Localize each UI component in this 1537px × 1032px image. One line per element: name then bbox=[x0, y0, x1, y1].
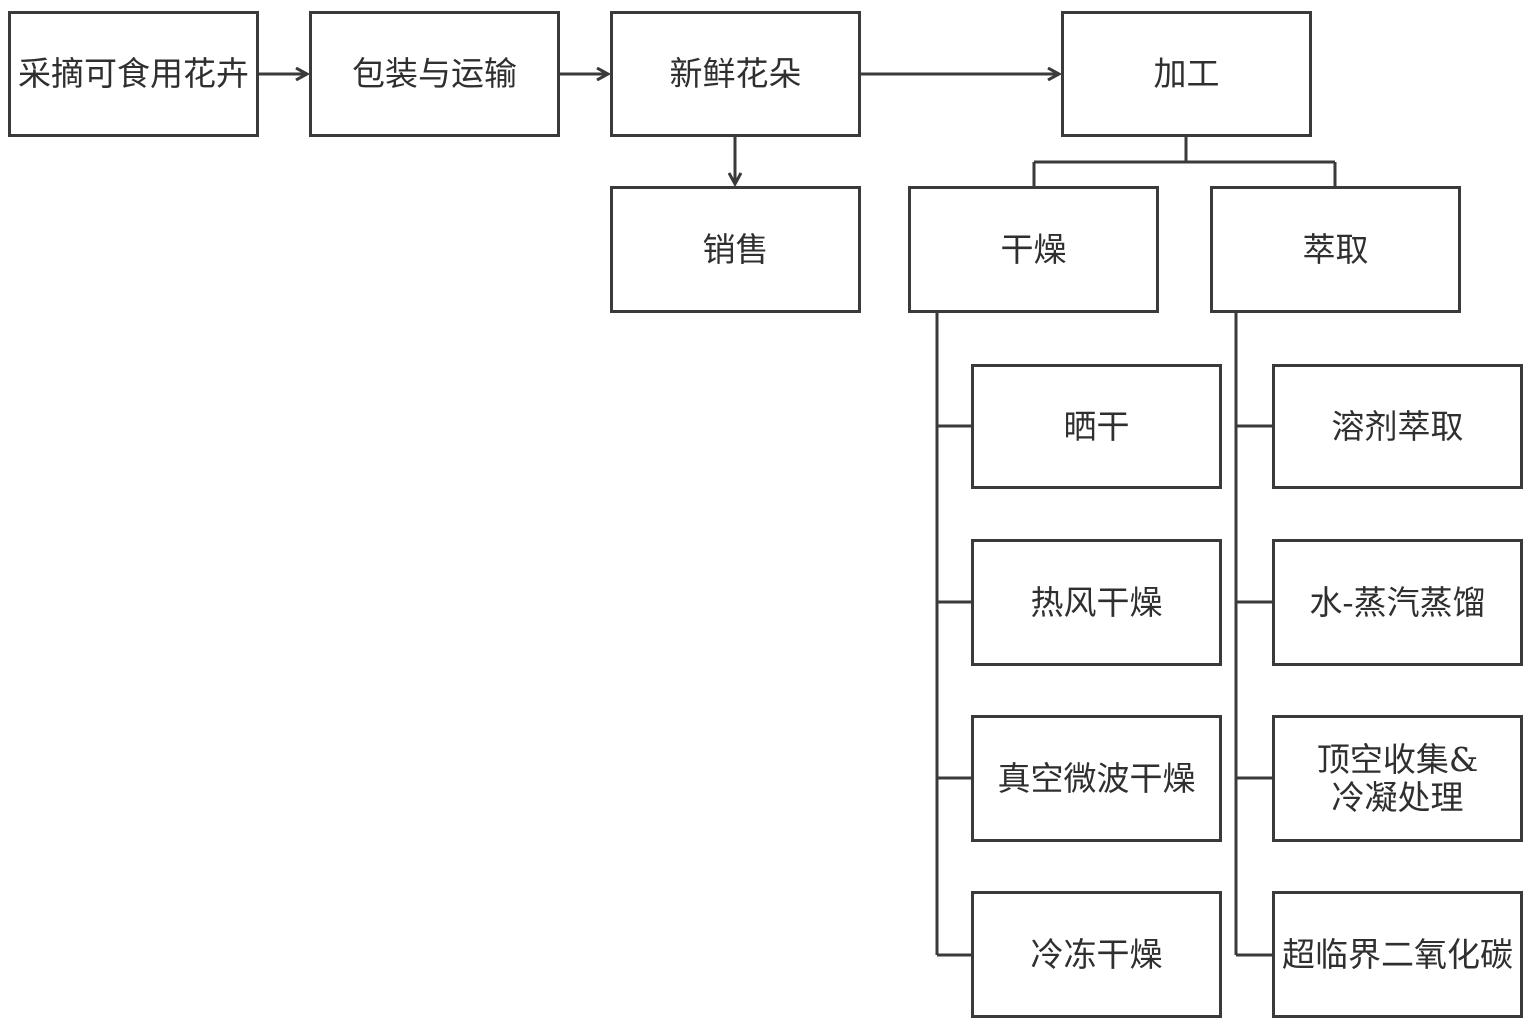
node-sun-drying: 晒干 bbox=[971, 364, 1222, 489]
node-solvent-extraction: 溶剂萃取 bbox=[1272, 364, 1523, 489]
node-drying: 干燥 bbox=[908, 186, 1159, 313]
node-packaging-transport: 包装与运输 bbox=[309, 11, 560, 137]
node-processing: 加工 bbox=[1061, 11, 1312, 137]
node-freeze-drying: 冷冻干燥 bbox=[971, 891, 1222, 1018]
node-headspace-condensation: 顶空收集& 冷凝处理 bbox=[1272, 715, 1523, 842]
node-steam-distillation: 水-蒸汽蒸馏 bbox=[1272, 539, 1523, 666]
node-sales: 销售 bbox=[610, 186, 861, 313]
node-vacuum-microwave-drying: 真空微波干燥 bbox=[971, 715, 1222, 842]
node-hot-air-drying: 热风干燥 bbox=[971, 539, 1222, 666]
node-harvest: 采摘可食用花卉 bbox=[8, 11, 259, 137]
node-supercritical-co2: 超临界二氧化碳 bbox=[1272, 891, 1523, 1018]
node-extraction: 萃取 bbox=[1210, 186, 1461, 313]
node-fresh-flowers: 新鲜花朵 bbox=[610, 11, 861, 137]
